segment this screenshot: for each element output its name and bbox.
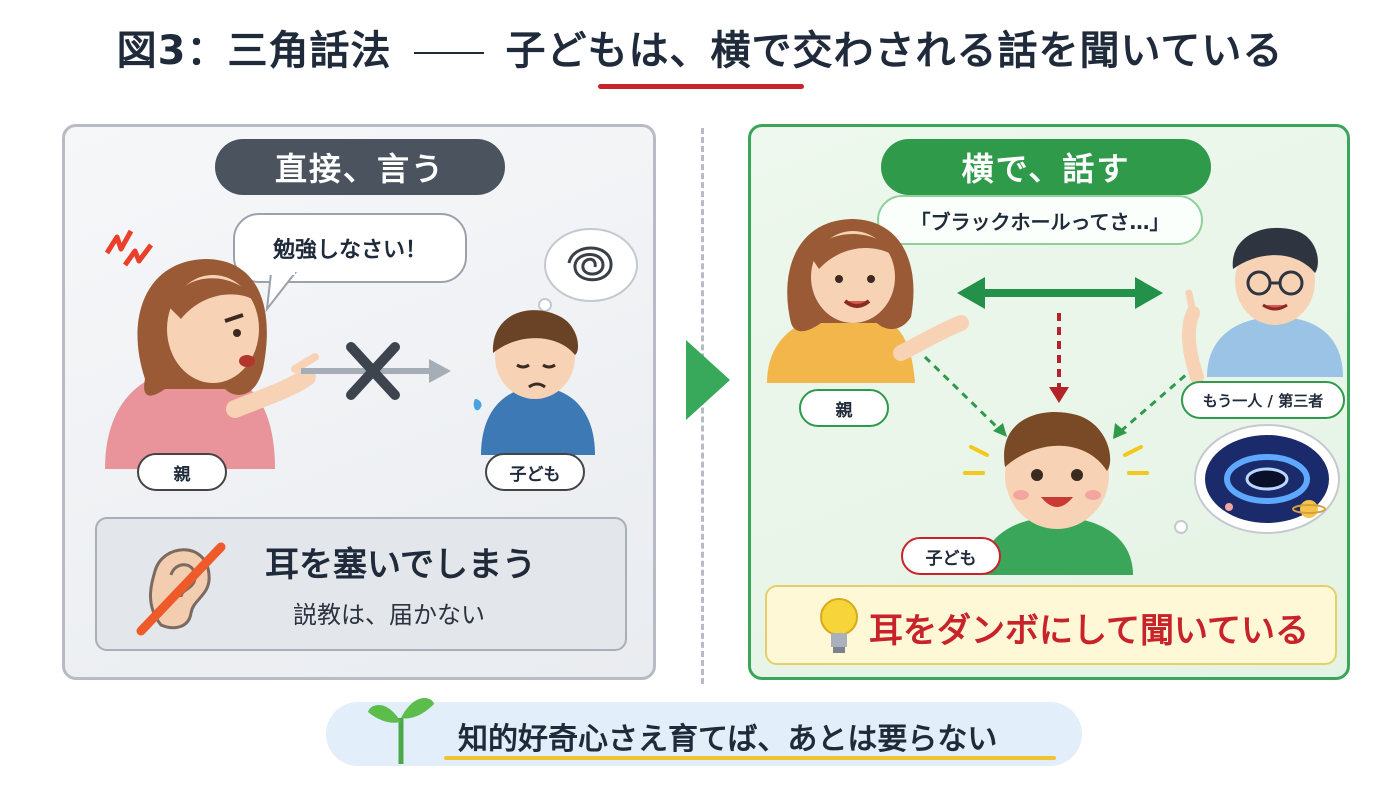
direct-header: 直接、言う <box>215 139 505 195</box>
side-talk-header: 横で、話す <box>881 139 1211 195</box>
blocked-ear-title: 耳を塞いでしまう <box>265 545 536 585</box>
parent-figure <box>105 259 319 469</box>
lightbulb-icon <box>820 598 858 653</box>
tangled-thought-icon <box>538 228 638 312</box>
conclusion-underline <box>444 756 1056 760</box>
next-arrow-icon <box>686 340 730 420</box>
title-main: 子どもは、横で交わされる話を聞いている <box>505 28 1284 74</box>
conclusion-text: 知的好奇心さえ育てば、あとは要らない <box>458 722 998 757</box>
anger-icon <box>104 229 153 267</box>
child-label-right: 子ども <box>901 537 1001 575</box>
diagram-title: 図3：三角話法 子どもは、横で交わされる話を聞いている <box>0 18 1400 76</box>
parent-label: 親 <box>137 453 227 491</box>
conclusion-banner: 知的好奇心さえ育てば、あとは要らない <box>326 697 1082 766</box>
third-person-label: もう一人 / 第三者 <box>1181 381 1345 419</box>
sprout-icon <box>368 697 434 764</box>
blocked-ear-box: 耳を塞いでしまう 説教は、届かない <box>95 517 627 651</box>
scold-speech-bubble: 勉強しなさい！ <box>233 213 467 283</box>
talk-speech-bubble: 「ブラックホールってさ…」 <box>877 195 1203 245</box>
direct-panel: 直接、言う 勉強しなさい！ <box>62 124 656 680</box>
third-person-figure <box>1181 227 1343 384</box>
side-talk-panel: 横で、話す 「ブラックホールってさ…」 親 <box>748 124 1350 680</box>
listening-result-box: 耳をダンボにして聞いている <box>765 585 1337 665</box>
double-arrow-icon <box>957 277 1163 309</box>
listening-result-text: 耳をダンボにして聞いている <box>869 611 1309 651</box>
title-dash <box>413 52 484 54</box>
title-underline <box>598 84 804 89</box>
blocked-arrow <box>301 342 451 400</box>
title-prefix: 図3：三角話法 <box>116 28 392 74</box>
scold-bubble-tail <box>265 271 298 313</box>
parent-figure-right <box>767 219 969 383</box>
listen-arrows <box>923 313 1196 439</box>
galaxy-thought-icon <box>1174 424 1340 534</box>
parent-label-right: 親 <box>799 389 889 427</box>
ear-icon <box>136 542 226 636</box>
blocked-ear-subtitle: 説教は、届かない <box>293 601 485 629</box>
sad-child-figure <box>473 310 595 455</box>
happy-child-figure <box>963 411 1149 575</box>
child-label: 子ども <box>485 453 585 491</box>
